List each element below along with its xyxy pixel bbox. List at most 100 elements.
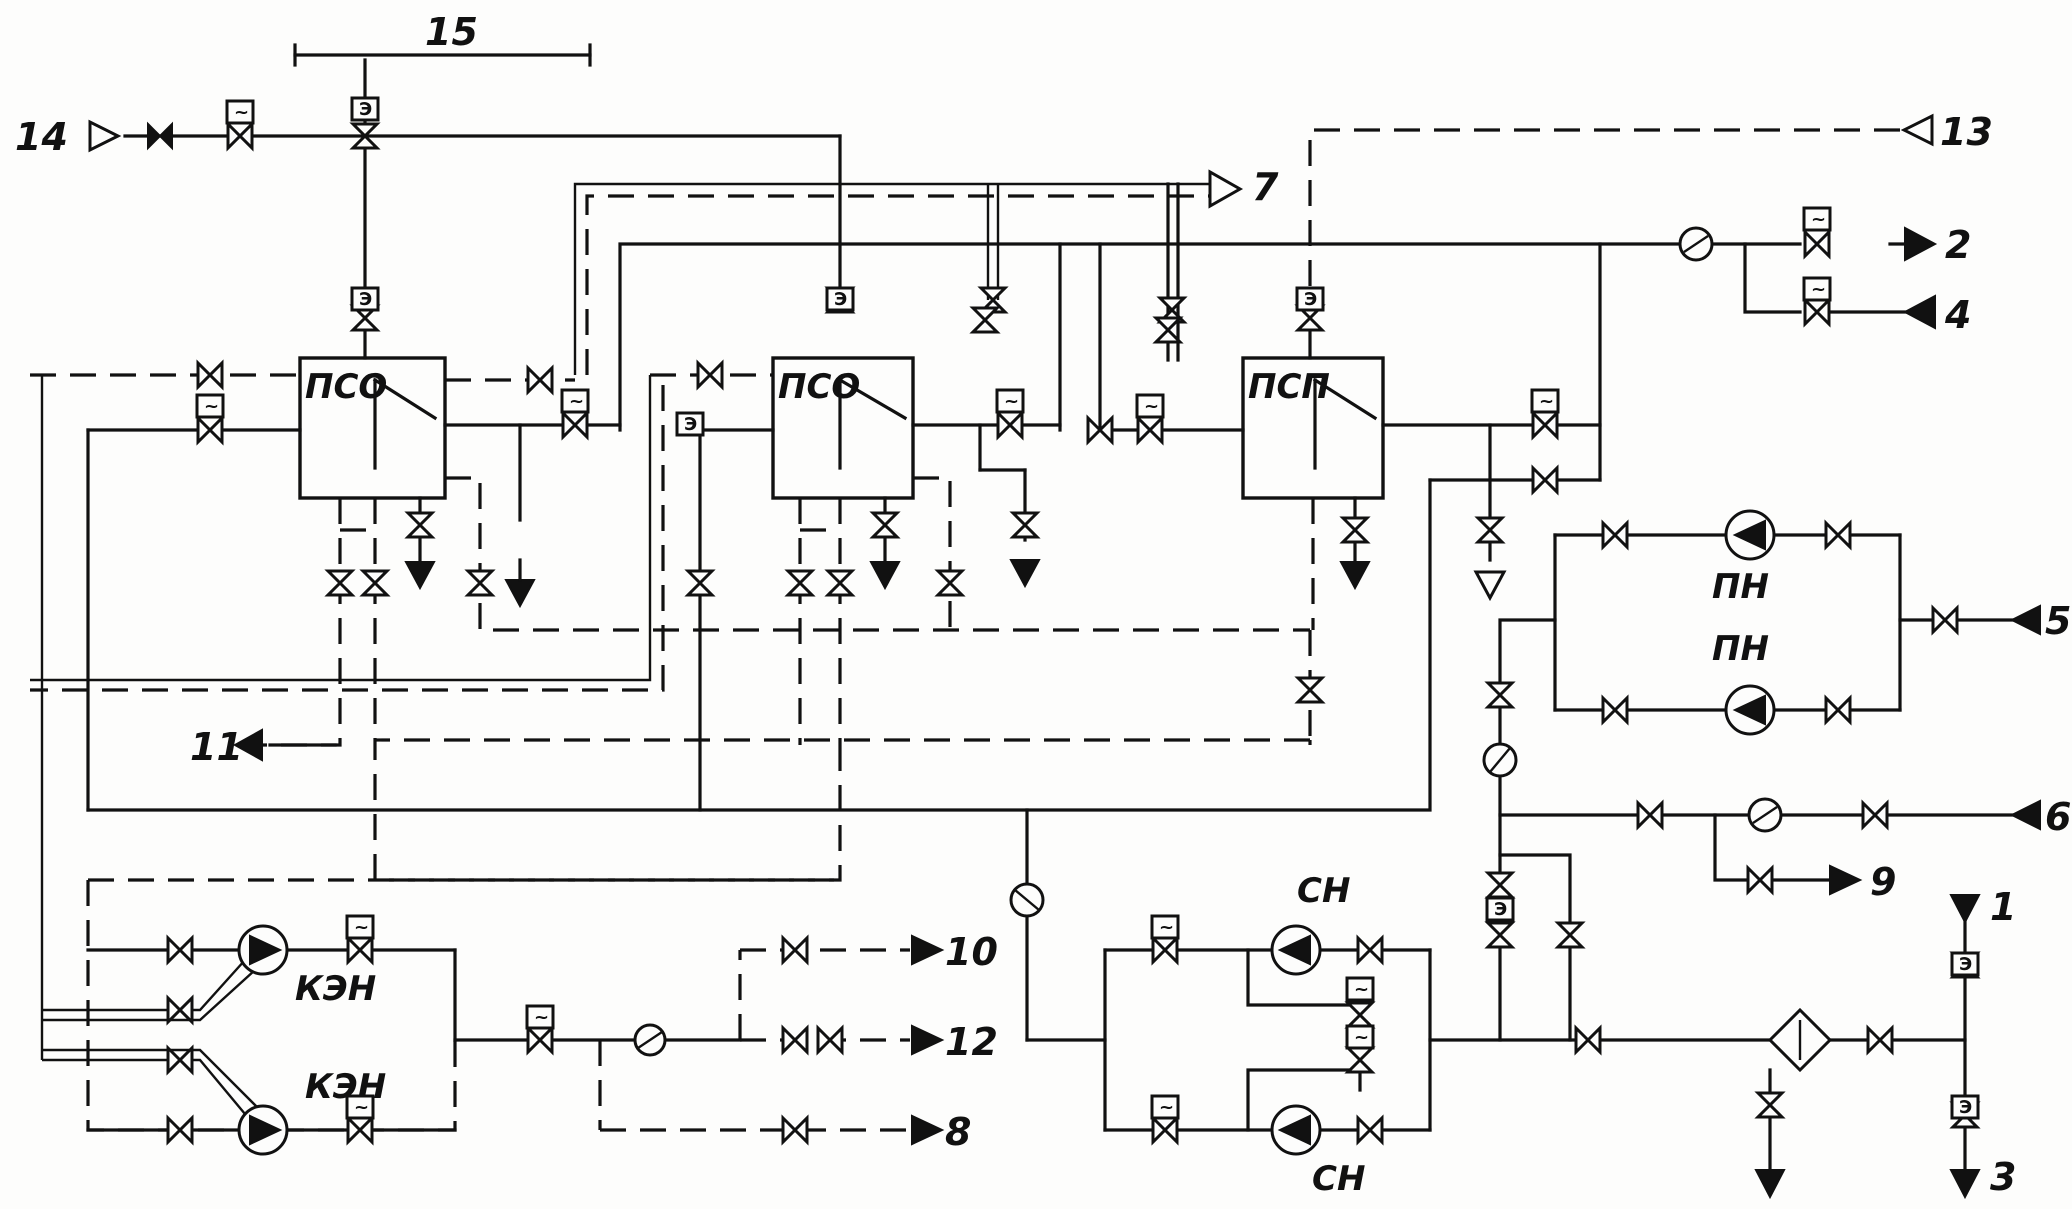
label-4: 4 bbox=[1944, 293, 1971, 337]
inlet-arrow-6 bbox=[2009, 799, 2041, 831]
electric-actuator-icon bbox=[1950, 951, 1980, 977]
inlet-arrow-5 bbox=[2009, 604, 2041, 636]
regulator-actuator-icon bbox=[1530, 388, 1560, 414]
regulator-actuator-icon bbox=[1150, 914, 1180, 940]
valve-icon bbox=[1136, 414, 1164, 446]
electric-actuator-icon bbox=[1295, 286, 1325, 312]
heater-2-label: ПСО bbox=[778, 367, 860, 407]
outlet-arrow-12 bbox=[911, 1024, 945, 1056]
electric-actuator-icon bbox=[675, 411, 705, 437]
valve-icon bbox=[1356, 934, 1384, 966]
actuator-mark-icon: ~ bbox=[1159, 917, 1174, 938]
steam-supply-14 bbox=[88, 43, 842, 302]
outlet-arrow-8 bbox=[911, 1114, 945, 1146]
condensate-pumps-ken: КЭН КЭН bbox=[42, 878, 840, 1156]
pump-pn-2-label: ПН bbox=[1712, 629, 1769, 669]
valve-icon bbox=[1474, 516, 1506, 544]
outlet-arrow-3 bbox=[1949, 1169, 1981, 1200]
valve-icon bbox=[1824, 519, 1852, 551]
valve-icon bbox=[996, 409, 1024, 441]
regulator-actuator-icon bbox=[1345, 976, 1375, 1002]
actuator-mark-icon: ~ bbox=[1354, 979, 1369, 1000]
regulator-actuator-icon bbox=[345, 914, 375, 940]
valve-icon bbox=[1152, 316, 1184, 344]
regulator-actuator-icon bbox=[225, 99, 255, 125]
valve-icon bbox=[1356, 1114, 1384, 1146]
outlet-arrow-9 bbox=[1829, 864, 1863, 896]
valve-icon bbox=[1294, 676, 1326, 704]
outlet-arrow-10 bbox=[911, 934, 945, 966]
valve-icon bbox=[1554, 921, 1586, 949]
valve-icon bbox=[869, 511, 901, 539]
pump-sn-2-label: СН bbox=[1312, 1159, 1365, 1199]
label-15: 15 bbox=[425, 10, 478, 54]
drain-arrow-icon bbox=[869, 561, 901, 591]
electric-actuator-icon bbox=[350, 286, 380, 312]
actuator-mark-icon: Э bbox=[1959, 1097, 1972, 1118]
network-pumps-sn: СН СН bbox=[1009, 808, 1787, 1199]
pump-pn-1-label: ПН bbox=[1712, 567, 1769, 607]
valve-icon bbox=[1484, 921, 1516, 949]
valve-icon bbox=[1484, 871, 1516, 899]
extraction-line-13 bbox=[1308, 113, 1934, 300]
regulator-actuator-icon bbox=[195, 393, 225, 419]
valve-icon bbox=[1861, 799, 1889, 831]
stream-labels: 14 15 13 7 2 4 5 6 9 1 3 11 10 12 8 bbox=[15, 10, 2071, 1199]
valve-icon bbox=[1531, 464, 1559, 496]
outlet-arrow-2 bbox=[1904, 226, 1938, 262]
outlet-arrow-7 bbox=[1208, 169, 1244, 209]
actuator-mark-icon: Э bbox=[684, 414, 697, 435]
actuator-mark-icon: Э bbox=[1959, 954, 1972, 975]
regulator-actuator-icon bbox=[1135, 393, 1165, 419]
valve-icon bbox=[784, 569, 816, 597]
actuator-mark-icon: ~ bbox=[354, 917, 369, 938]
actuator-mark-icon: ~ bbox=[1159, 1097, 1174, 1118]
label-3: 3 bbox=[1990, 1155, 2016, 1199]
actuator-mark-icon: ~ bbox=[1354, 1027, 1369, 1048]
valve-icon bbox=[147, 121, 173, 151]
drain-arrow-icon bbox=[1009, 559, 1041, 589]
valve-icon bbox=[226, 120, 254, 152]
valve-icon bbox=[166, 1044, 194, 1076]
drain-arrow-icon bbox=[1754, 1169, 1786, 1200]
valve-icon bbox=[166, 934, 194, 966]
valve-icon bbox=[1344, 1001, 1376, 1029]
valve-icon bbox=[824, 569, 856, 597]
actuator-mark-icon: ~ bbox=[204, 396, 219, 417]
actuator-mark-icon: Э bbox=[1494, 899, 1507, 920]
valve-icon bbox=[1803, 296, 1831, 328]
regulator-actuator-icon bbox=[560, 388, 590, 414]
valve-icon bbox=[1931, 604, 1959, 636]
pump-ken-1-label: КЭН bbox=[295, 969, 376, 1009]
valve-icon bbox=[1866, 1024, 1894, 1056]
valve-icon bbox=[1009, 511, 1041, 539]
valve-icon bbox=[1746, 864, 1774, 896]
valve-icon bbox=[1803, 228, 1831, 260]
valve-icon bbox=[166, 994, 194, 1026]
actuator-mark-icon: Э bbox=[359, 99, 372, 120]
actuator-mark-icon: ~ bbox=[1811, 209, 1826, 230]
valve-icon bbox=[1151, 1114, 1179, 1146]
actuator-mark-icon: ~ bbox=[354, 1097, 369, 1118]
regulator-actuator-icon bbox=[995, 388, 1025, 414]
valves-layer bbox=[147, 120, 1981, 1146]
inlet-arrow-4 bbox=[1902, 294, 1936, 330]
valve-icon bbox=[346, 1114, 374, 1146]
valve-icon bbox=[1531, 409, 1559, 441]
makeup-pumps-pn: ПН ПН bbox=[1482, 509, 2041, 1042]
valve-icon bbox=[1086, 414, 1114, 446]
regulator-actuator-icon bbox=[1345, 1024, 1375, 1050]
actuator-mark-icon: Э bbox=[1304, 289, 1317, 310]
label-8: 8 bbox=[945, 1110, 971, 1154]
valve-icon bbox=[1636, 799, 1664, 831]
label-14: 14 bbox=[15, 115, 68, 159]
source-arrow-13 bbox=[1900, 113, 1934, 147]
valve-icon bbox=[781, 1114, 809, 1146]
actuator-mark-icon: ~ bbox=[1811, 279, 1826, 300]
valve-icon bbox=[464, 569, 496, 597]
condensate-outlets bbox=[538, 934, 945, 1146]
valve-icon bbox=[349, 122, 381, 150]
regulator-actuator-icon bbox=[345, 1094, 375, 1120]
actuators-layer: ~ЭЭ~~Э~~Э~~~~~~~ЭЭЭ~~~Э bbox=[195, 96, 1980, 1120]
